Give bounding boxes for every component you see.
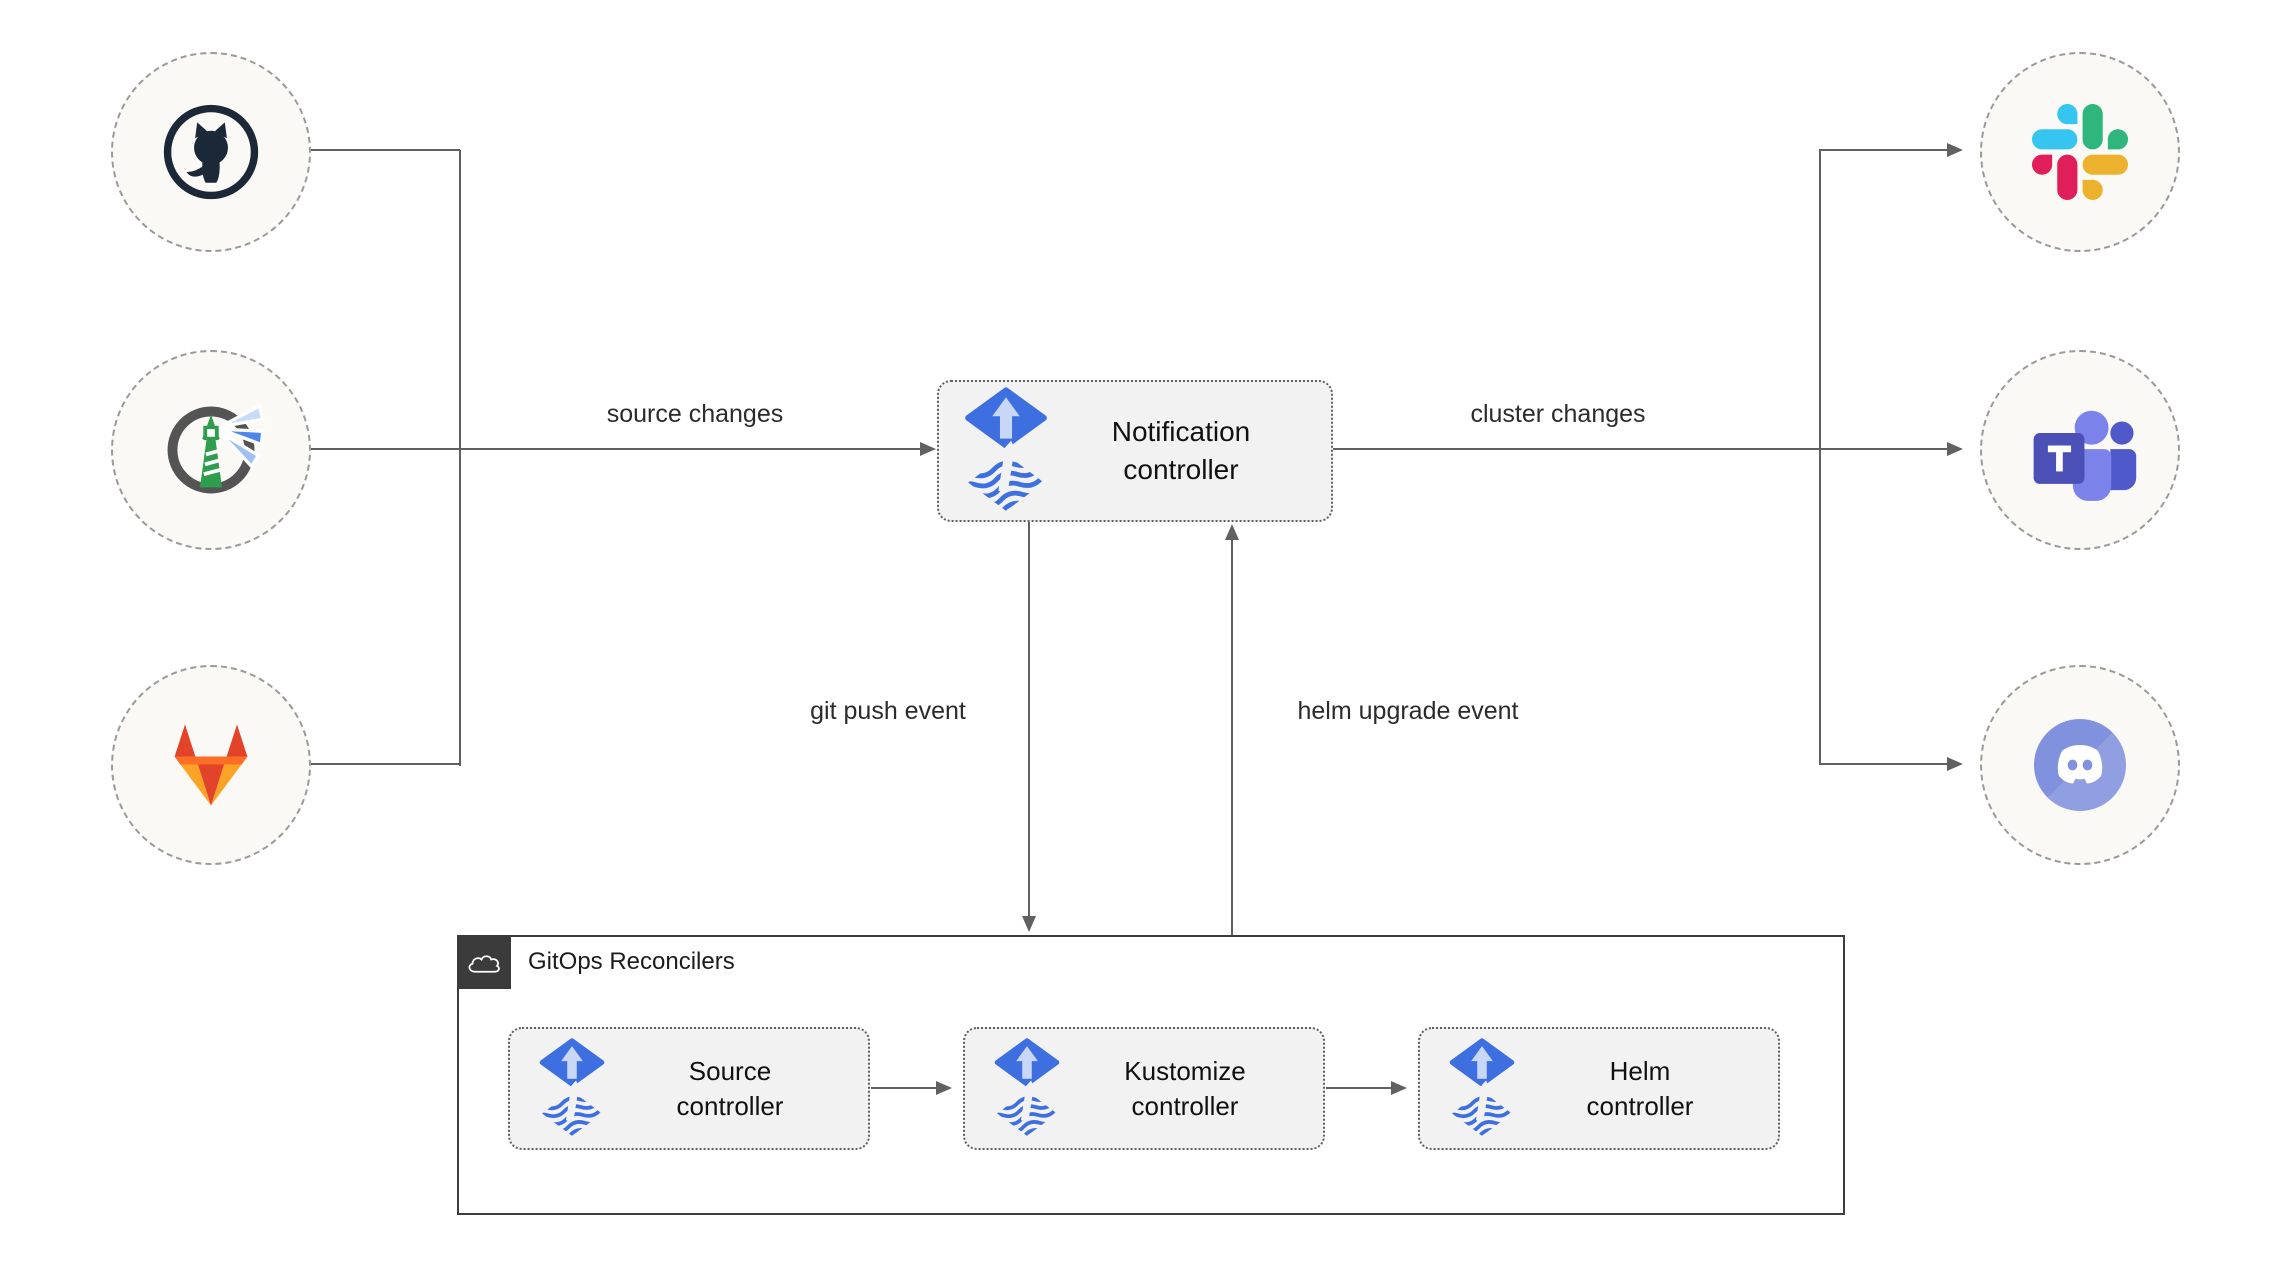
arrowhead-into-kustomize xyxy=(936,1081,952,1095)
arrowhead-into-teams xyxy=(1947,442,1963,456)
node-helm-controller: Helm controller xyxy=(1418,1027,1780,1150)
source-node-github xyxy=(111,52,311,252)
source-node-harbor xyxy=(111,350,311,550)
edge-cluster-changes-line xyxy=(1333,448,1948,450)
slack-icon xyxy=(2032,104,2128,200)
notifier-node-slack xyxy=(1980,52,2180,252)
teams-icon xyxy=(2033,410,2137,501)
flux-icon xyxy=(538,1038,606,1140)
edge-source-changes-line xyxy=(311,448,921,450)
kustomize-controller-label: Kustomize controller xyxy=(1124,1055,1246,1121)
notification-controller-label: Notification controller xyxy=(1111,416,1251,485)
edge-left-trunk xyxy=(459,150,461,766)
node-kustomize-controller: Kustomize controller xyxy=(963,1027,1325,1150)
edge-gitlab-stub xyxy=(311,763,460,765)
notifier-node-discord xyxy=(1980,665,2180,865)
flux-icon xyxy=(1448,1038,1516,1140)
edge-github-stub xyxy=(311,149,460,151)
notifier-node-teams xyxy=(1980,350,2180,550)
edge-discord-branch xyxy=(1819,763,1948,765)
arrowhead-into-notification xyxy=(920,442,936,456)
edge-source-to-kustomize xyxy=(871,1087,937,1089)
node-source-controller: Source controller xyxy=(508,1027,870,1150)
source-node-gitlab xyxy=(111,665,311,865)
arrowhead-into-notification-bottom xyxy=(1225,524,1239,540)
gitops-reconcilers-title: GitOps Reconcilers xyxy=(528,948,735,975)
arrowhead-into-slack xyxy=(1947,143,1963,157)
flux-icon xyxy=(993,1038,1061,1140)
arrowhead-into-discord xyxy=(1947,757,1963,771)
harbor-icon xyxy=(156,395,266,505)
edge-helm-upgrade-line xyxy=(1231,540,1233,935)
edge-slack-branch xyxy=(1819,149,1948,151)
source-controller-label: Source controller xyxy=(676,1055,784,1121)
helm-controller-label: Helm controller xyxy=(1586,1055,1694,1121)
cloud-icon xyxy=(468,955,500,973)
edge-label-cluster-changes: cluster changes xyxy=(1470,400,1646,428)
edge-git-push-line xyxy=(1028,522,1030,918)
edge-label-helm-upgrade-event: helm upgrade event xyxy=(1297,697,1519,725)
flux-icon xyxy=(963,387,1049,516)
arrowhead-into-reconcilers xyxy=(1022,916,1036,932)
edge-right-trunk xyxy=(1819,150,1821,765)
gitlab-icon xyxy=(174,724,248,806)
edge-label-git-push-event: git push event xyxy=(810,697,966,725)
github-icon xyxy=(158,99,264,205)
discord-icon xyxy=(2034,719,2128,813)
node-notification-controller: Notification controller xyxy=(937,380,1333,522)
arrowhead-into-helm xyxy=(1391,1081,1407,1095)
edge-label-source-changes: source changes xyxy=(606,400,784,428)
gitops-reconcilers-badge xyxy=(457,935,511,989)
edge-kustomize-to-helm xyxy=(1326,1087,1392,1089)
